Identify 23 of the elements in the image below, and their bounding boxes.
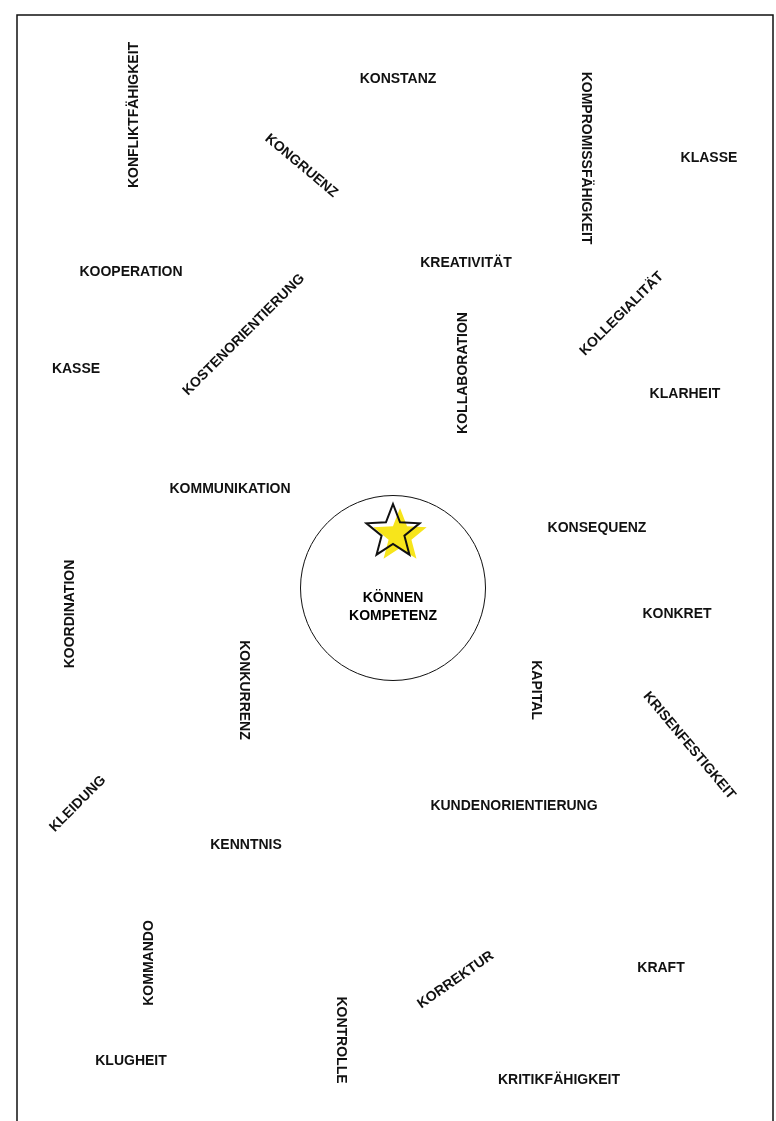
word-label: KENNTNIS bbox=[210, 837, 282, 851]
word-label: KUNDENORIENTIERUNG bbox=[430, 798, 598, 812]
word-label: KONKURRENZ bbox=[238, 640, 252, 740]
word-label: KRITIKFÄHIGKEIT bbox=[497, 1072, 621, 1086]
word-label: KASSE bbox=[51, 361, 101, 375]
word-label: KOMMANDO bbox=[141, 920, 155, 1006]
word-label: KAPITAL bbox=[530, 660, 544, 720]
word-label: KREATIVITÄT bbox=[420, 255, 512, 269]
word-label: KONSTANZ bbox=[359, 71, 437, 85]
word-label: KOORDINATION bbox=[62, 559, 76, 669]
word-label: KOOPERATION bbox=[79, 264, 183, 278]
word-label: KONSEQUENZ bbox=[547, 520, 647, 534]
word-label: KRAFT bbox=[637, 960, 685, 974]
word-label: KOLLABORATION bbox=[455, 312, 469, 434]
word-label: KONTROLLE bbox=[335, 996, 349, 1084]
word-label: KOMMUNIKATION bbox=[169, 481, 291, 495]
word-label: KONFLIKTFÄHIGKEIT bbox=[126, 41, 140, 189]
node-text: KÖNNEN KOMPETENZ bbox=[348, 588, 438, 625]
word-label: KOMPROMISSFÄHIGKEIT bbox=[580, 71, 594, 245]
word-label: KLASSE bbox=[680, 150, 738, 164]
word-label: KLARHEIT bbox=[649, 386, 721, 400]
word-label: KLUGHEIT bbox=[95, 1053, 167, 1067]
word-label: KONKRET bbox=[642, 606, 712, 620]
